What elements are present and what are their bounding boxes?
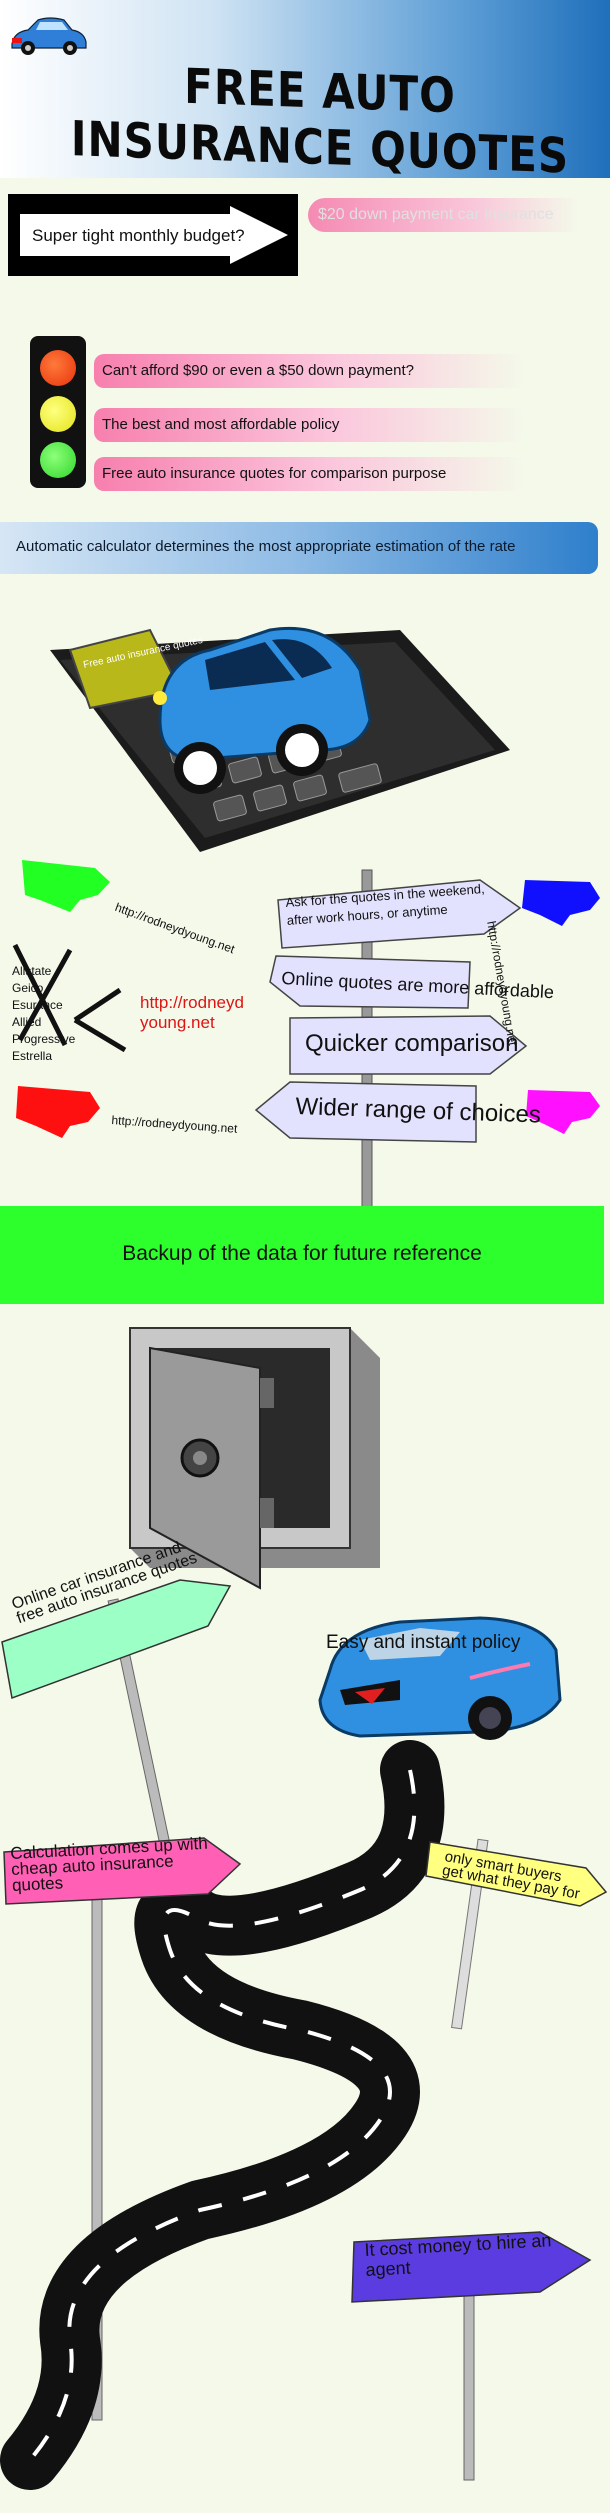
- company-name: Progressive: [12, 1032, 76, 1046]
- down-payment-text: $20 down payment car insurance: [318, 206, 554, 223]
- usa-map-icon: [22, 860, 110, 912]
- company-name: Estrella: [12, 1049, 53, 1063]
- sign-arrow: [351, 2231, 592, 2303]
- company-name: Allstate: [12, 964, 52, 978]
- sign-quicker-text: Quicker comparison: [305, 1030, 519, 1057]
- road-illustration: [0, 1579, 608, 2490]
- sign-arrow: [277, 879, 522, 949]
- red-url-line: young.net: [140, 1013, 215, 1032]
- usa-map-icon: [526, 1090, 600, 1134]
- sign-arrow: [269, 955, 471, 1009]
- budget-question: Super tight monthly budget?: [32, 226, 245, 245]
- usa-map-icon: [16, 1086, 100, 1138]
- page-title: FREE AUTO INSURANCE QUOTES: [70, 57, 570, 185]
- sign-arrow: [425, 1841, 608, 1907]
- sports-car-icon: [318, 1616, 562, 1740]
- car-icon: [153, 626, 372, 794]
- company-list: Allstate Geico Esurance Allied Progressi…: [12, 963, 75, 1065]
- red-light: [40, 350, 76, 386]
- company-name: Geico: [12, 981, 44, 995]
- crossed-out-lines: [12, 943, 127, 1053]
- sign-arrow: [289, 1015, 528, 1075]
- sign-arrow: [1, 1579, 232, 1700]
- easy-policy-text: Easy and instant policy: [326, 1632, 521, 1653]
- usa-map-icon: [522, 880, 600, 926]
- backup-text: Backup of the data for future reference: [122, 1242, 482, 1265]
- calculator-banner: [0, 522, 598, 574]
- company-name: Allied: [12, 1015, 42, 1029]
- yellow-light: [40, 396, 76, 432]
- traffic-item-pill: [94, 408, 524, 442]
- right-arrow-icon: [20, 206, 288, 264]
- traffic-item-text: The best and most affordable policy: [102, 416, 340, 433]
- sign-arrow: [3, 1837, 242, 1905]
- traffic-item-pill: [94, 457, 524, 491]
- traffic-item-text: Free auto insurance quotes for compariso…: [102, 465, 447, 482]
- red-url-line: http://rodneyd: [140, 993, 244, 1012]
- green-light: [40, 442, 76, 478]
- calculator-car-illustration: Free auto insurance quotes: [50, 626, 510, 852]
- down-payment-pill: [308, 198, 578, 232]
- traffic-item-pill: [94, 354, 524, 388]
- company-name: Esurance: [12, 998, 63, 1012]
- safe-icon: [129, 1327, 380, 1590]
- sign-arrow: [254, 1081, 477, 1143]
- backup-banner: [0, 1206, 604, 1304]
- car-logo-icon: [11, 17, 87, 55]
- signpost-illustration: [12, 860, 600, 1211]
- red-url-link[interactable]: http://rodneyd young.net: [140, 993, 270, 1033]
- traffic-item-text: Can't afford $90 or even a $50 down paym…: [102, 362, 414, 379]
- header-banner: [0, 0, 610, 178]
- calculator-banner-text: Automatic calculator determines the most…: [16, 538, 516, 555]
